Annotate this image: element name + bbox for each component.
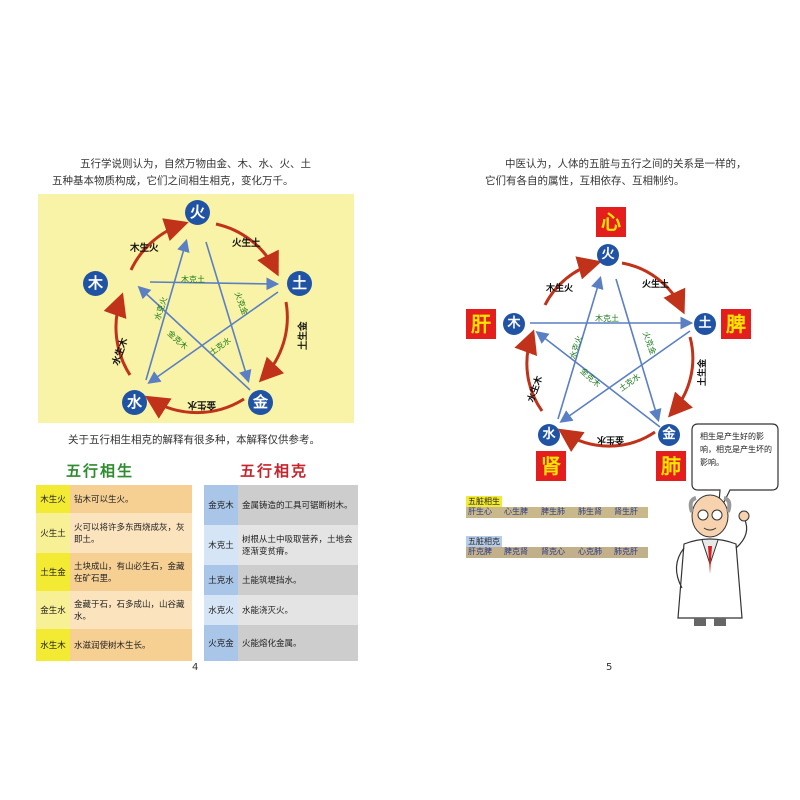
wuzang-ke-title: 五脏相克 — [466, 536, 502, 547]
wuzang-ke-item: 心克肺 — [578, 547, 602, 556]
table-row: 火克金火能熔化金属。 — [204, 625, 358, 661]
page-number-right: 5 — [606, 662, 613, 673]
line-earth-water — [147, 291, 279, 384]
line-earth-water — [559, 330, 691, 423]
table-row: 水生木水滋润使树木生长。 — [36, 629, 192, 661]
arc-fire-earth — [215, 222, 279, 277]
label-fire-metal: 火克金 — [641, 330, 659, 356]
element-metal-circle: 金 — [248, 390, 273, 415]
element-water-circle: 水 — [122, 390, 147, 415]
label-fire-earth: 火生土 — [232, 237, 261, 249]
wuzang-sheng-item: 肾生肝 — [614, 507, 638, 516]
wuxing-diagram: 木生火 火生土 土生金 金生水 水生木 木克土 火克金 水克火 金克木 土克水 — [103, 218, 309, 419]
label-earth-metal: 土生金 — [297, 321, 309, 350]
sheng-table: 木生火钻木可以生火。 火生土火可以将许多东西烧成灰，灰即土。 土生金土块成山，有… — [36, 485, 192, 661]
arc-wood-fire — [543, 256, 602, 306]
ke-table: 金克木金属铸造的工具可锯断树木。 木克土树根从土中吸取营养，土地会逐渐变贫瘠。 … — [204, 485, 358, 661]
label-fire-metal: 火克金 — [233, 290, 251, 316]
doctor-illustration — [675, 494, 750, 626]
element-wood-circle: 木 — [503, 313, 525, 335]
line-water-fire — [145, 238, 190, 381]
organ-heart: 心 — [596, 207, 626, 237]
table-row: 木生火钻木可以生火。 — [36, 485, 192, 513]
label-metal-wood: 金克木 — [578, 366, 603, 389]
arc-metal-water — [144, 395, 245, 419]
arc-metal-water — [558, 428, 656, 453]
label-water-wood: 水生木 — [109, 336, 130, 367]
label-fire-earth: 火生土 — [642, 278, 669, 290]
speech-text: 相生是产生好的影响，相克是产生坏的影响。 — [700, 432, 772, 467]
arc-water-wood — [103, 292, 132, 376]
element-water-circle: 水 — [538, 424, 560, 446]
line-water-fire — [557, 275, 604, 420]
wuzang-diagram: 木生火 火生土 土生金 金生水 水生木 木克土 火克金 水克火 金克木 土克水 — [514, 256, 708, 453]
organ-lung: 肺 — [656, 451, 686, 481]
left-note: 关于五行相生相克的解释有很多种，本解释仅供参考。 — [68, 434, 320, 446]
wuzang-ke-item: 肺克肝 — [614, 547, 638, 556]
table-row: 水克火水能浇灭火。 — [204, 595, 358, 625]
line-metal-wood — [137, 285, 251, 391]
arc-fire-earth — [621, 261, 686, 315]
right-intro-line2: 它们有各自的属性，互相依存、互相制约。 — [485, 175, 685, 187]
table-row: 木克土树根从土中吸取营养，土地会逐渐变贫瘠。 — [204, 525, 358, 565]
line-wood-earth — [149, 277, 280, 291]
label-earth-metal: 土生金 — [696, 358, 708, 386]
organ-kidney: 肾 — [536, 451, 566, 481]
label-wood-earth: 木克土 — [181, 274, 205, 284]
table-row: 金生水金藏于石，石多成山，山谷藏水。 — [36, 591, 192, 629]
label-wood-earth: 木克土 — [595, 313, 619, 323]
wuxing-diagram-panel — [38, 194, 354, 423]
line-fire-metal — [205, 241, 252, 384]
element-wood-circle: 木 — [83, 271, 108, 296]
element-metal-circle: 金 — [658, 424, 680, 446]
line-metal-wood — [535, 331, 661, 428]
element-fire-circle: 火 — [185, 200, 210, 225]
element-earth-circle: 土 — [694, 313, 716, 335]
element-fire-circle: 火 — [597, 244, 619, 266]
line-fire-metal — [615, 278, 662, 423]
label-metal-water: 金生水 — [596, 434, 625, 446]
arc-earth-metal — [668, 336, 695, 418]
sheng-title: 五行相生 — [66, 462, 135, 480]
left-intro-line2: 五种基本物质构成，它们之间相生相克，变化万千。 — [52, 175, 294, 187]
wuzang-sheng-item: 肺生肾 — [578, 507, 602, 516]
table-row: 金克木金属铸造的工具可锯断树木。 — [204, 485, 358, 525]
wuzang-sheng-item: 脾生肺 — [541, 507, 565, 516]
label-metal-water: 金生水 — [187, 399, 217, 411]
wuzang-ke-item: 肝克脾 — [468, 547, 492, 556]
arc-earth-metal — [258, 301, 289, 383]
page-number-left: 4 — [192, 662, 199, 673]
element-earth-circle: 土 — [287, 271, 312, 296]
organ-liver: 肝 — [466, 309, 496, 339]
wuzang-ke-item: 肾克心 — [541, 547, 565, 556]
ke-title: 五行相克 — [240, 462, 309, 480]
organ-spleen: 脾 — [721, 309, 751, 339]
wuzang-sheng-item: 肝生心 — [468, 507, 492, 516]
label-wood-fire: 木生火 — [129, 242, 159, 254]
wuzang-sheng-item: 心生脾 — [504, 507, 528, 516]
arc-water-wood — [514, 329, 544, 412]
wuzang-ke-item: 脾克肾 — [504, 547, 528, 556]
label-wood-fire: 木生火 — [545, 282, 574, 294]
label-water-fire: 水克火 — [567, 334, 584, 360]
wuzang-sheng-bar: 肝生心 心生脾 脾生肺 肺生肾 肾生肝 — [466, 507, 648, 518]
wuzang-sheng-title: 五脏相生 — [466, 496, 502, 507]
table-row: 土克水土能筑堤挡水。 — [204, 565, 358, 595]
arc-wood-fire — [129, 218, 189, 271]
table-row: 土生金土块成山，有山必生石，金藏在矿石里。 — [36, 553, 192, 591]
left-intro-line1: 五行学说则认为，自然万物由金、木、水、火、土 — [80, 158, 311, 170]
right-intro-line1: 中医认为，人体的五脏与五行之间的关系是一样的， — [505, 158, 747, 170]
table-row: 火生土火可以将许多东西烧成灰，灰即土。 — [36, 513, 192, 553]
wuzang-ke-bar: 肝克脾 脾克肾 肾克心 心克肺 肺克肝 — [466, 547, 648, 558]
